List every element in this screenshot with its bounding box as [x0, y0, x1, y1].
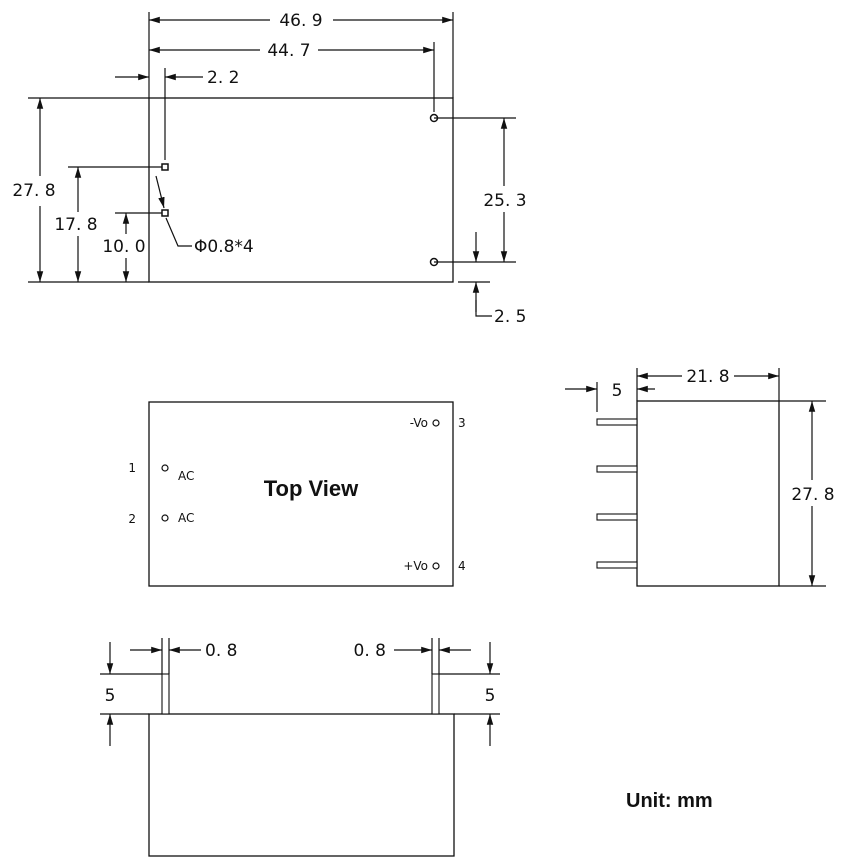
side-view-outline: [636, 400, 780, 587]
dim-bottom-pin-length-left: 5: [105, 686, 116, 706]
dim-side-depth: 21. 8: [686, 367, 729, 387]
dim-pin-offset-y: 2. 5: [494, 307, 526, 327]
dim-width-total: 46. 9: [279, 11, 322, 31]
dim-side-pin-length: 5: [612, 381, 623, 401]
dim-height-total-left: 27. 8: [12, 181, 55, 201]
front-view-outline: [148, 713, 455, 857]
dim-bottom-pin-width-left: 0. 8: [205, 641, 237, 661]
dim-pin-offset-x: 2. 2: [207, 68, 239, 88]
pin-3-marker: [432, 419, 440, 427]
dim-pin-spacing-right: 25. 3: [483, 191, 526, 211]
pin-1-marker: [161, 464, 169, 472]
side-pin-2: [596, 465, 638, 473]
pin-1-label: AC: [178, 469, 194, 483]
dim-width-pins: 44. 7: [267, 41, 310, 61]
front-view: 0. 8 0. 8 5 5: [100, 638, 500, 857]
pin-4-marker: [432, 562, 440, 570]
module-outline: [148, 97, 454, 283]
side-pin-4: [596, 561, 638, 569]
side-pin-3: [596, 513, 638, 521]
top-view-outline: [148, 401, 454, 587]
dim-bottom-pin-width-right: 0. 8: [354, 641, 386, 661]
front-pin-left: [161, 673, 170, 715]
pin-3-number: 3: [458, 416, 466, 430]
pin-hole-1: [161, 163, 169, 171]
side-view: 5 21. 8 27. 8: [565, 367, 835, 587]
side-pin-1: [596, 418, 638, 426]
pin-1-number: 1: [128, 461, 136, 475]
pin-3-label: -Vo: [410, 416, 428, 430]
dim-side-height: 27. 8: [791, 485, 834, 505]
pin-2-label: AC: [178, 511, 194, 525]
hole-spec-label: Φ0.8*4: [194, 237, 254, 257]
top-view: Top View 1 AC 2 AC -Vo 3 +Vo 4: [128, 401, 466, 587]
outline-view: 46. 9 44. 7 2. 2 27. 8 17. 8 10. 0: [12, 11, 526, 327]
pin-2-number: 2: [128, 512, 136, 526]
top-view-title: Top View: [264, 476, 359, 501]
pin-4-number: 4: [458, 559, 466, 573]
front-pin-right: [431, 673, 440, 715]
pin-4-label: +Vo: [403, 559, 428, 573]
pin-2-marker: [161, 514, 169, 522]
dim-height-pin2: 17. 8: [54, 215, 97, 235]
unit-label: Unit: mm: [626, 790, 713, 812]
dim-bottom-pin-length-right: 5: [485, 686, 496, 706]
pin-hole-2: [161, 209, 169, 217]
dim-height-pin1: 10. 0: [102, 237, 145, 257]
